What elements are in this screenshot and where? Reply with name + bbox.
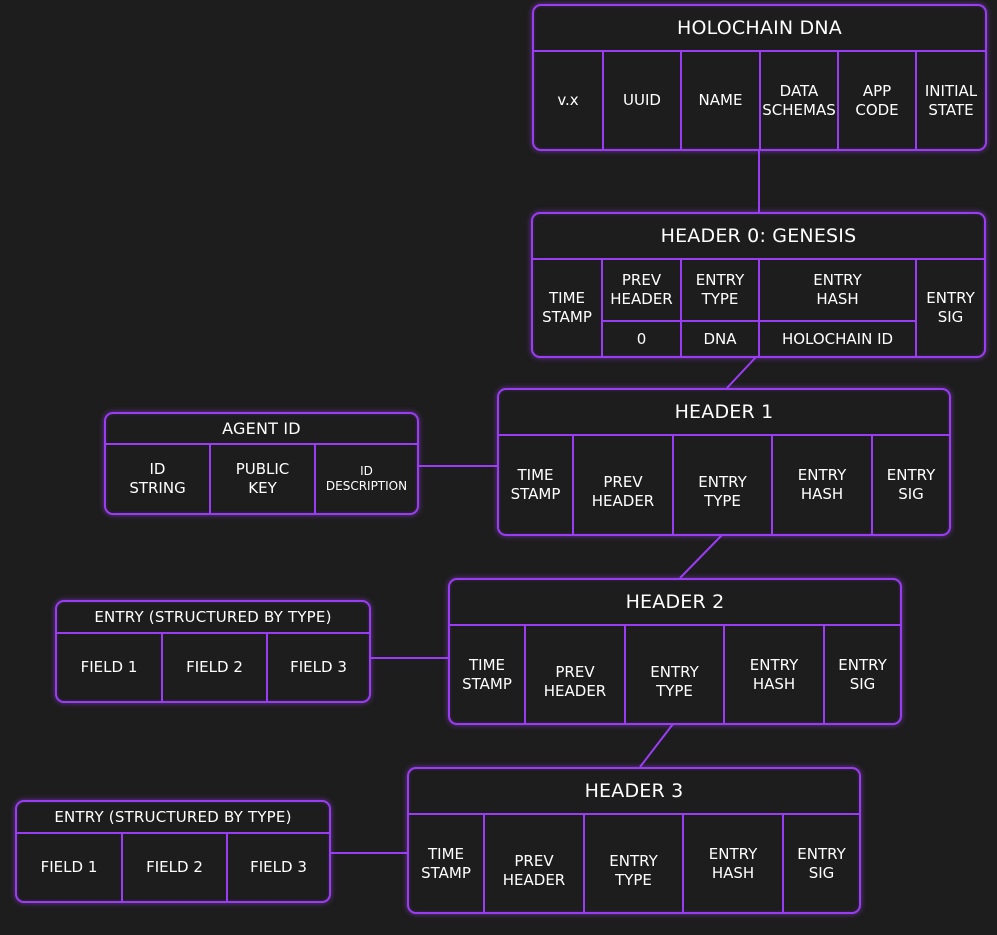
dna-field-version: v.x <box>557 91 579 110</box>
divider <box>771 436 773 534</box>
holochain-dna-box: HOLOCHAIN DNA v.x UUID NAME DATA SCHEMAS… <box>532 4 987 151</box>
header-1-time-stamp: TIME STAMP <box>510 466 561 503</box>
header-3-entry-sig: ENTRY SIG <box>797 844 846 882</box>
divider <box>121 834 123 901</box>
divider <box>680 52 682 149</box>
entry-header-3-field-3: FIELD 3 <box>250 858 307 877</box>
divider <box>583 815 585 912</box>
agent-id-box: AGENT ID ID STRING PUBLIC KEY ID DESCRIP… <box>104 412 419 515</box>
header-3-entry-type: ENTRY TYPE <box>609 851 658 889</box>
header-2-entry-sig: ENTRY SIG <box>838 655 887 693</box>
divider <box>680 260 682 356</box>
header-1-entry-sig: ENTRY SIG <box>886 466 936 503</box>
header-3-time-stamp: TIME STAMP <box>421 844 471 882</box>
entry-header-3-title: ENTRY (STRUCTURED BY TYPE) <box>17 802 329 834</box>
divider <box>314 445 316 513</box>
header-2-entry-type: ENTRY TYPE <box>650 662 699 700</box>
divider <box>871 436 873 534</box>
agent-public-key: PUBLIC KEY <box>235 460 290 497</box>
genesis-entry-hash: ENTRY HASH <box>813 271 862 308</box>
divider <box>572 436 574 534</box>
connector-header1-header2 <box>679 534 723 579</box>
divider <box>672 436 674 534</box>
divider <box>483 815 485 912</box>
divider <box>758 260 760 356</box>
divider <box>915 52 917 149</box>
dna-field-name: NAME <box>698 91 743 110</box>
entry-header-2-field-2: FIELD 2 <box>186 658 243 677</box>
agent-id-title: AGENT ID <box>106 414 417 445</box>
genesis-prev-header: PREV HEADER <box>610 271 673 308</box>
header-2-box: HEADER 2 TIME STAMP PREV HEADER ENTRY TY… <box>448 578 902 725</box>
divider <box>601 320 917 322</box>
header-genesis-title: HEADER 0: GENESIS <box>533 214 984 260</box>
entry-header-3-field-1: FIELD 1 <box>40 858 98 877</box>
header-2-time-stamp: TIME STAMP <box>462 655 512 693</box>
header-3-entry-hash: ENTRY HASH <box>708 844 758 882</box>
genesis-entry-type: ENTRY TYPE <box>695 271 745 308</box>
header-2-prev-header: PREV HEADER <box>543 662 607 700</box>
divider <box>759 52 761 149</box>
divider <box>723 626 725 723</box>
header-3-prev-header: PREV HEADER <box>502 851 566 889</box>
header-genesis-box: HEADER 0: GENESIS TIME STAMP PREV HEADER… <box>531 212 986 358</box>
divider <box>266 634 268 701</box>
header-1-prev-header: PREV HEADER <box>591 473 655 510</box>
divider <box>602 52 604 149</box>
divider <box>782 815 784 912</box>
agent-id-string: ID STRING <box>129 460 186 497</box>
divider <box>161 634 163 701</box>
genesis-entry-hash-value: HOLOCHAIN ID <box>781 329 894 348</box>
divider <box>624 626 626 723</box>
divider <box>226 834 228 901</box>
divider <box>915 260 917 356</box>
divider <box>524 626 526 723</box>
header-1-box: HEADER 1 TIME STAMP PREV HEADER ENTRY TY… <box>497 388 951 536</box>
header-2-title: HEADER 2 <box>450 580 900 626</box>
genesis-entry-type-value: DNA <box>703 329 737 348</box>
genesis-time-stamp: TIME STAMP <box>542 289 592 326</box>
dna-field-data-schemas: DATA SCHEMAS <box>762 81 836 119</box>
entry-header-3-box: ENTRY (STRUCTURED BY TYPE) FIELD 1 FIELD… <box>15 800 331 903</box>
header-3-box: HEADER 3 TIME STAMP PREV HEADER ENTRY TY… <box>407 767 861 914</box>
dna-field-initial-state: INITIAL STATE <box>924 81 978 119</box>
dna-field-app-code: APP CODE <box>855 81 899 119</box>
entry-header-2-title: ENTRY (STRUCTURED BY TYPE) <box>57 602 369 634</box>
entry-header-3-field-2: FIELD 2 <box>146 858 203 877</box>
genesis-entry-sig: ENTRY SIG <box>926 289 975 326</box>
header-1-entry-hash: ENTRY HASH <box>797 466 847 503</box>
entry-header-2-field-3: FIELD 3 <box>290 658 347 677</box>
header-1-title: HEADER 1 <box>499 390 949 436</box>
entry-header-2-field-1: FIELD 1 <box>80 658 138 677</box>
divider <box>823 626 825 723</box>
dna-field-uuid: UUID <box>623 91 661 110</box>
entry-header-2-box: ENTRY (STRUCTURED BY TYPE) FIELD 1 FIELD… <box>55 600 371 703</box>
holochain-dna-title: HOLOCHAIN DNA <box>534 6 985 52</box>
header-3-title: HEADER 3 <box>409 769 859 815</box>
header-1-entry-type: ENTRY TYPE <box>698 473 747 510</box>
header-2-entry-hash: ENTRY HASH <box>749 655 799 693</box>
connector-header2-header3 <box>639 723 674 768</box>
divider <box>837 52 839 149</box>
divider <box>682 815 684 912</box>
agent-id-description: ID DESCRIPTION <box>325 464 408 493</box>
divider <box>601 260 603 356</box>
divider <box>209 445 211 513</box>
connector-genesis-header1 <box>726 356 757 389</box>
genesis-prev-header-value: 0 <box>636 329 647 348</box>
